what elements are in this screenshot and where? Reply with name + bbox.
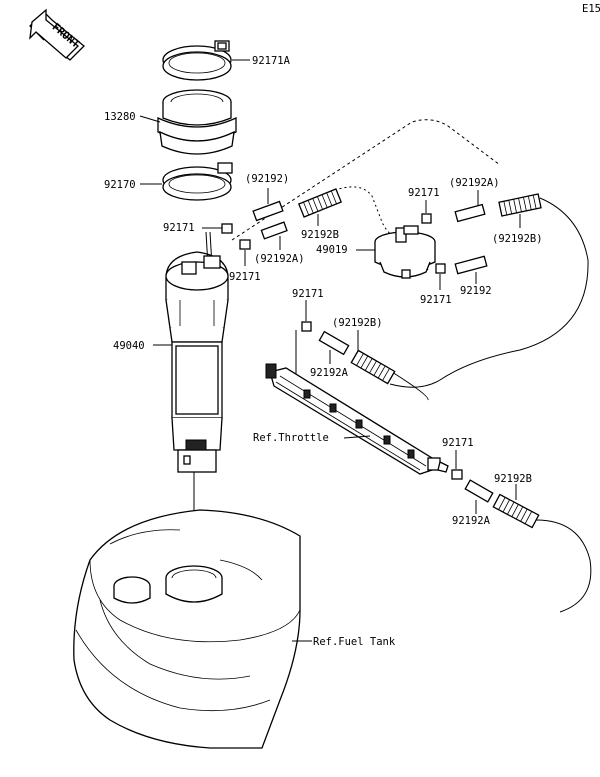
fuel-tank [73,509,301,749]
fuel-filter-49040 [165,231,229,473]
callout-92171-filter-top: 92171 [408,187,440,199]
clip-92171-throttle [451,469,463,480]
clip-92171-filter-bot [435,263,446,274]
hose-92192b-center [350,349,396,385]
callout-92192-top: (92192) [245,173,289,185]
hose-92192-filter [454,255,488,275]
callout-13280: 13280 [104,111,136,123]
callout-92171a: 92171A [252,55,291,67]
clamp-92171a [162,40,232,81]
callout-92192a-center: 92192A [310,367,349,379]
clip-92171-filter-top [421,213,432,224]
callout-92171-center: 92171 [292,288,324,300]
callout-92171-filter-bot: 92171 [420,294,452,306]
hose-92192a-filter [454,203,486,223]
hose-92192b-throttle [492,493,540,529]
callout-92170: 92170 [104,179,136,191]
callout-49019: 49019 [316,244,348,256]
callout-92192b-center: (92192B) [332,317,383,329]
ref-fuel-tank-label: Ref.Fuel Tank [313,636,396,648]
callout-92192b-filter: (92192B) [492,233,543,245]
hose-92192a-center [318,330,350,356]
callout-49040: 49040 [113,340,145,352]
hose-92192b-filter [498,193,542,217]
callout-92171-left: 92171 [163,222,195,234]
callout-92192a-mid: (92192A) [254,253,305,265]
callout-92192a-throttle: 92192A [452,515,491,527]
callout-92192b-throttle: 92192B [494,473,532,485]
clamp-92170 [162,162,233,201]
front-arrow-icon: FRONT [29,8,85,61]
page-code: E15 [582,3,600,15]
valve-49019 [374,225,436,279]
clip-92171-mid [239,239,251,250]
callout-92192b-mid: 92192B [301,229,339,241]
callout-92171-mid: 92171 [229,271,261,283]
rubber-boot-13280 [157,89,237,155]
hose-92192a-throttle [464,479,494,503]
callout-92192-filter: 92192 [460,285,492,297]
hose-92192a-mid [260,221,288,240]
callout-92192a-filter: (92192A) [449,177,500,189]
hose-92192b-mid [297,188,343,218]
clip-92171-center [301,321,312,332]
clip-92171-left [221,223,233,234]
throttle-assembly [265,363,449,475]
ref-throttle-label: Ref.Throttle [253,432,329,444]
callout-92171-throttle: 92171 [442,437,474,449]
hose-92192-top [252,200,284,222]
